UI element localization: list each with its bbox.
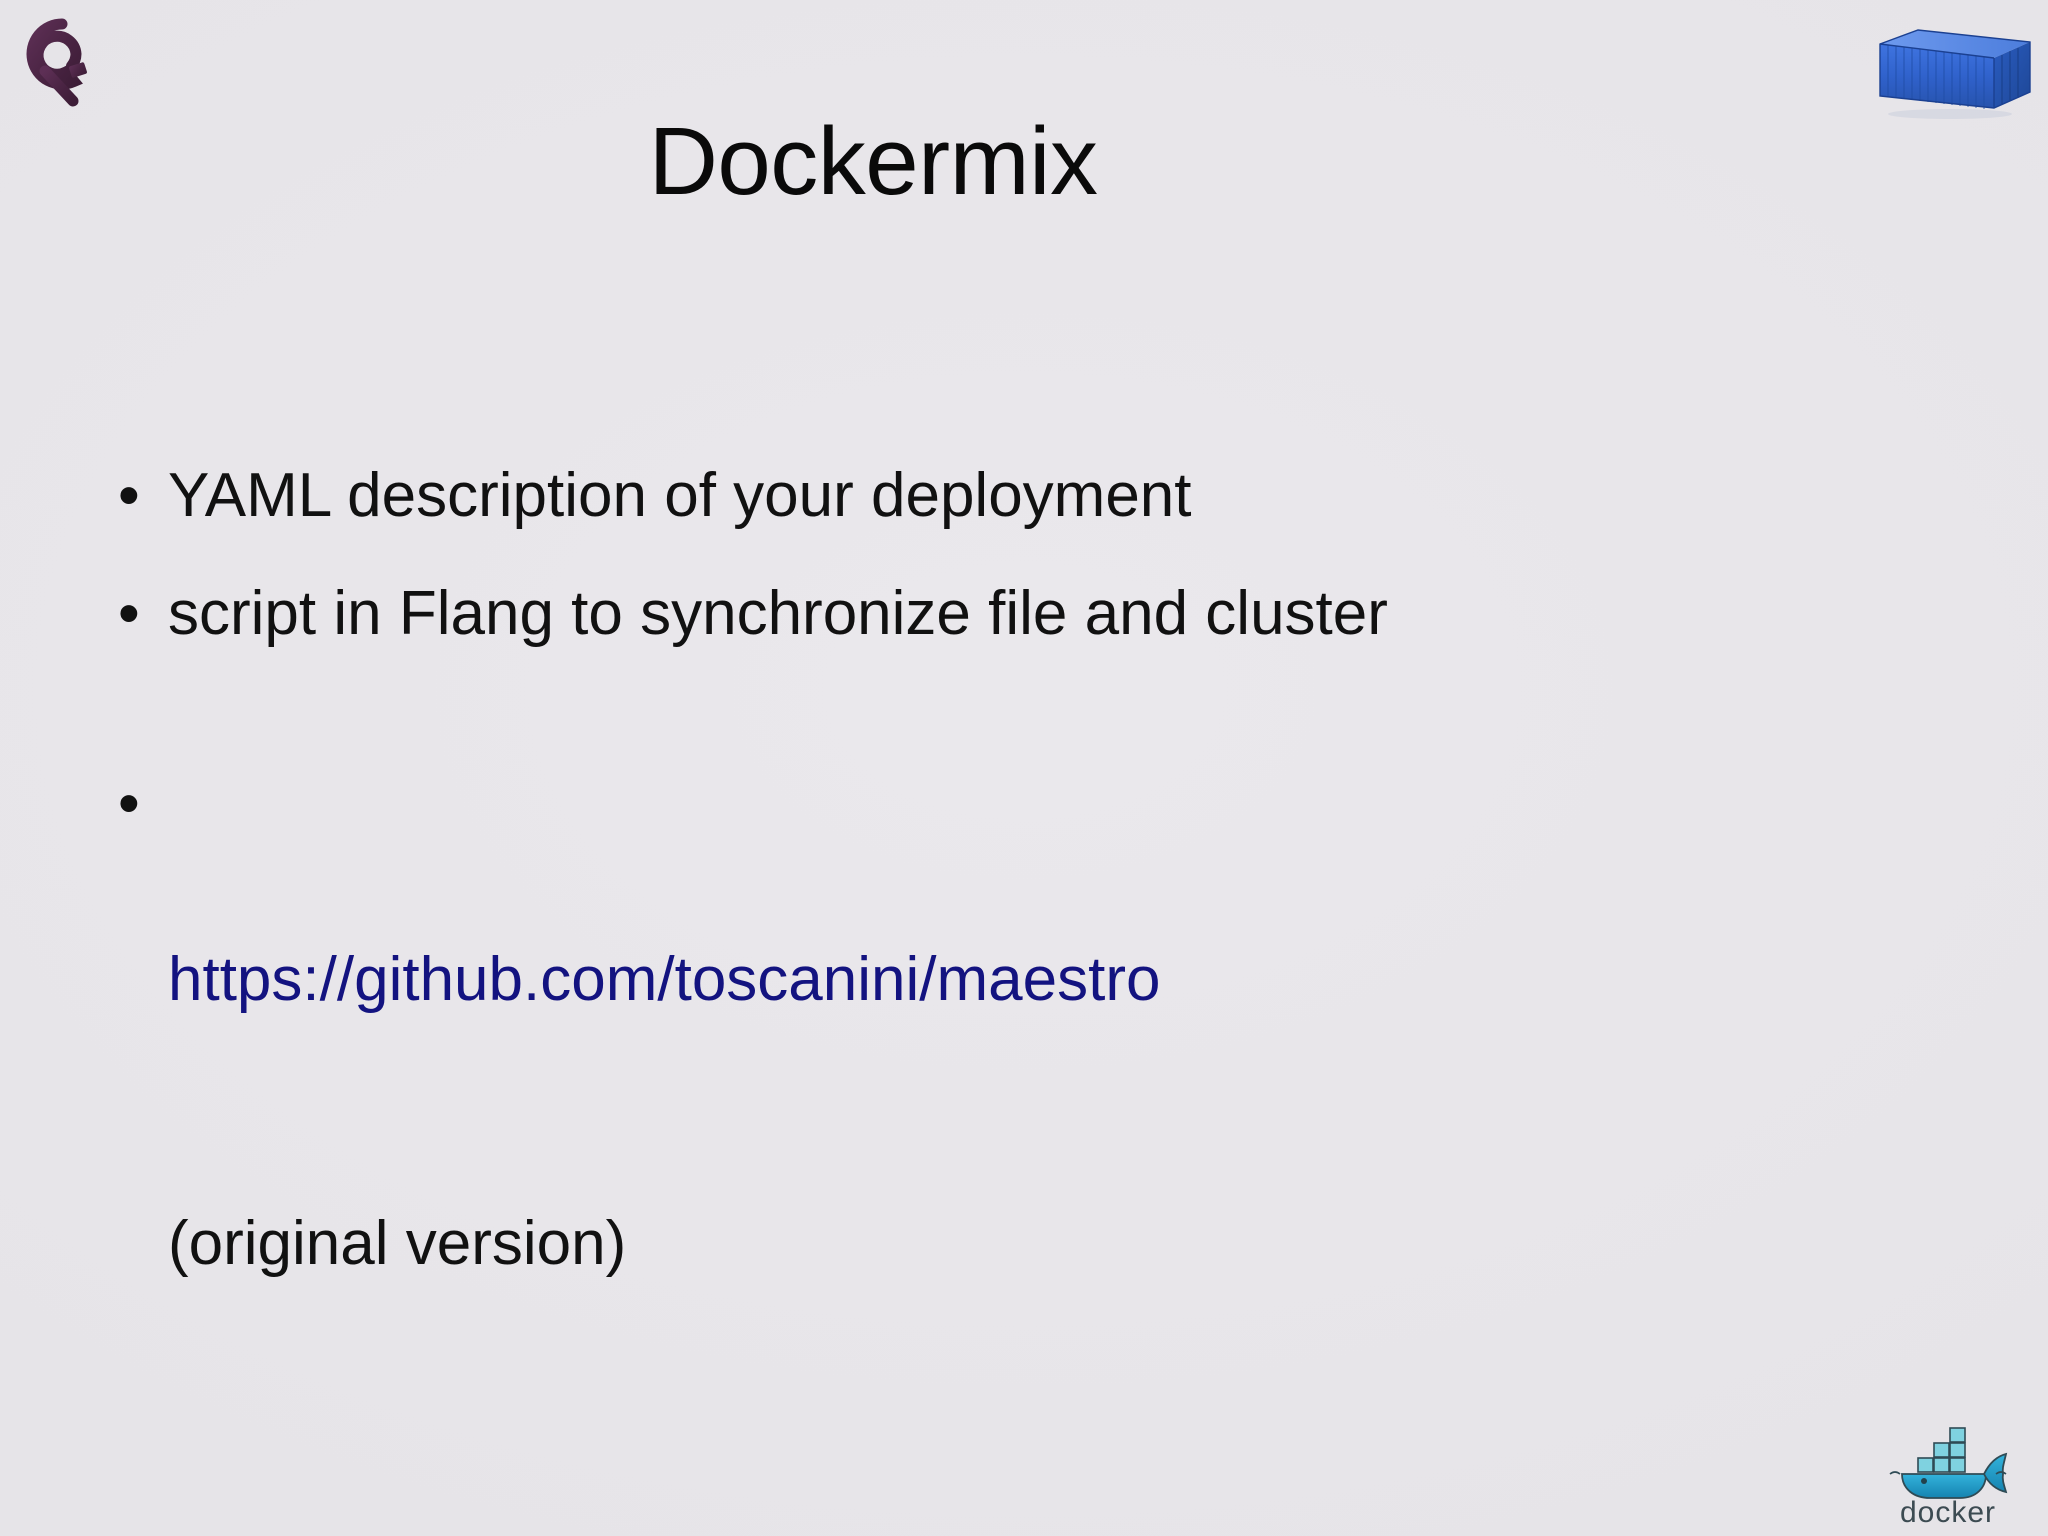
bullet-list: • YAML description of your deployment • … xyxy=(118,452,1918,1536)
list-item: • YAML description of your deployment xyxy=(118,452,1918,540)
bullet-text: script in Flang to synchronize file and … xyxy=(168,579,1388,648)
bullet-dot-icon: • xyxy=(118,579,140,648)
q-logo-icon xyxy=(14,14,110,110)
bullet-text-group: https://github.com/toscanini/maestro (or… xyxy=(168,760,1918,1464)
svg-text:docker: docker xyxy=(1900,1496,1996,1528)
link-note: (original version) xyxy=(168,1209,627,1278)
bullet-dot-icon: • xyxy=(118,461,140,530)
bullet-dot-icon: • xyxy=(118,769,140,838)
shipping-container-icon xyxy=(1870,20,2036,124)
list-item: • script in Flang to synchronize file an… xyxy=(118,570,1918,658)
page-title: Dockermix xyxy=(648,108,1098,215)
link-maestro-original[interactable]: https://github.com/toscanini/maestro xyxy=(168,945,1161,1014)
bullet-text: YAML description of your deployment xyxy=(168,461,1192,530)
list-item: • https://github.com/toscanini/maestro (… xyxy=(118,760,1918,1464)
docker-logo-icon: docker xyxy=(1872,1408,2024,1529)
